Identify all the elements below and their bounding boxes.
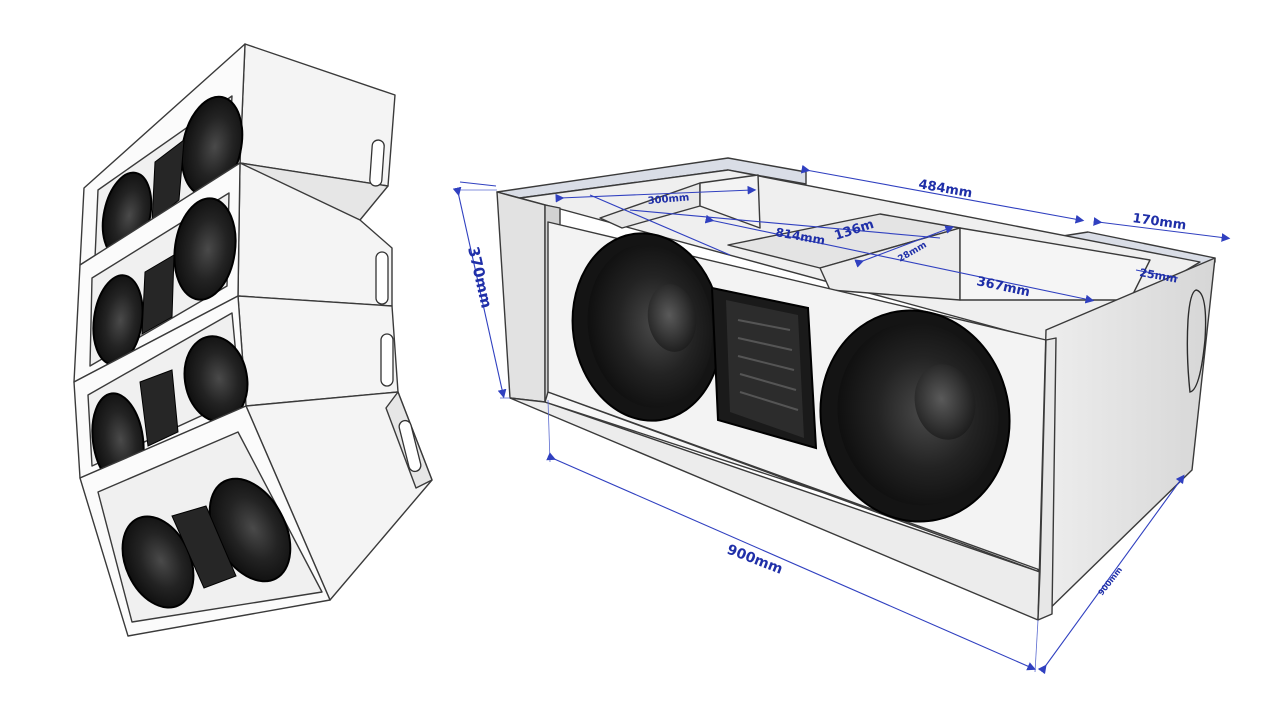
line-array-stack — [73, 43, 433, 637]
handle-icon — [369, 139, 385, 187]
handle-icon — [380, 333, 394, 387]
dimension-lines — [452, 164, 1231, 675]
dim-side-depth-label: 900mm — [1096, 565, 1124, 597]
array-cabinet-3 — [73, 295, 399, 488]
handle-icon — [1186, 289, 1207, 393]
array-cabinet-4 — [79, 391, 433, 637]
woofer-left — [571, 232, 723, 422]
main-cabinet: 370mm 900mm 484mm 170mm 367mm 136m 814mm… — [452, 157, 1231, 675]
dim-depth-right-label: 170mm — [1131, 211, 1187, 233]
handle-icon — [398, 419, 422, 473]
dim-height-label: 370mm — [464, 245, 496, 310]
handle-icon — [375, 251, 389, 305]
horn-driver — [710, 286, 818, 450]
dim-depth-top-label: 484mm — [917, 177, 973, 201]
dim-inner-f-label: 300mm — [647, 192, 690, 207]
array-cabinet-2 — [73, 162, 393, 383]
